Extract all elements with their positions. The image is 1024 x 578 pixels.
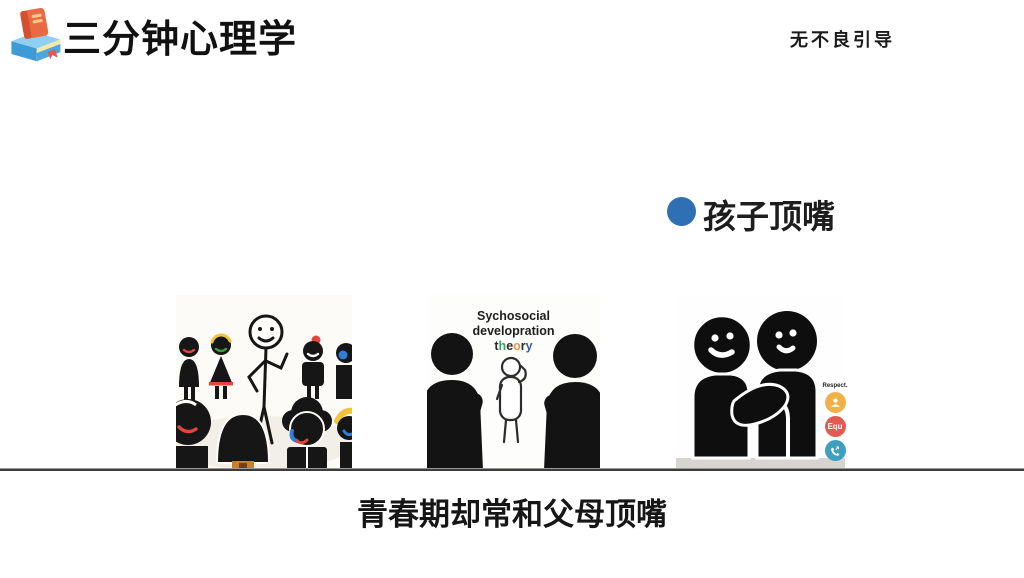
bullet-dot-icon	[667, 197, 696, 226]
divider-line	[0, 468, 1024, 471]
children-group-illustration	[176, 295, 352, 470]
theory-line2: developration	[472, 324, 555, 338]
caption-text: 青春期却常和父母顶嘴	[357, 497, 667, 532]
bullet-heading: 孩子顶嘴	[703, 198, 835, 235]
phone-arrow-icon	[824, 440, 846, 461]
watermark-text: 无不良引导	[790, 30, 895, 51]
psychosocial-theory-illustration	[427, 295, 600, 470]
respect-handshake-illustration	[676, 295, 845, 470]
theory-line1: Sychosocial	[477, 309, 550, 323]
theory-line3: theory	[494, 339, 533, 353]
respect-badge-column: Respect. Equ	[820, 383, 850, 461]
equ-badge-label: Equ	[827, 421, 843, 431]
respect-label: Respect.	[822, 383, 848, 389]
books-icon	[11, 7, 61, 62]
page-title: 三分钟心理学	[63, 19, 298, 61]
theory-title-text: Sychosocial developration theory	[427, 309, 600, 354]
equ-badge: Equ	[824, 416, 846, 437]
person-icon	[824, 392, 846, 413]
